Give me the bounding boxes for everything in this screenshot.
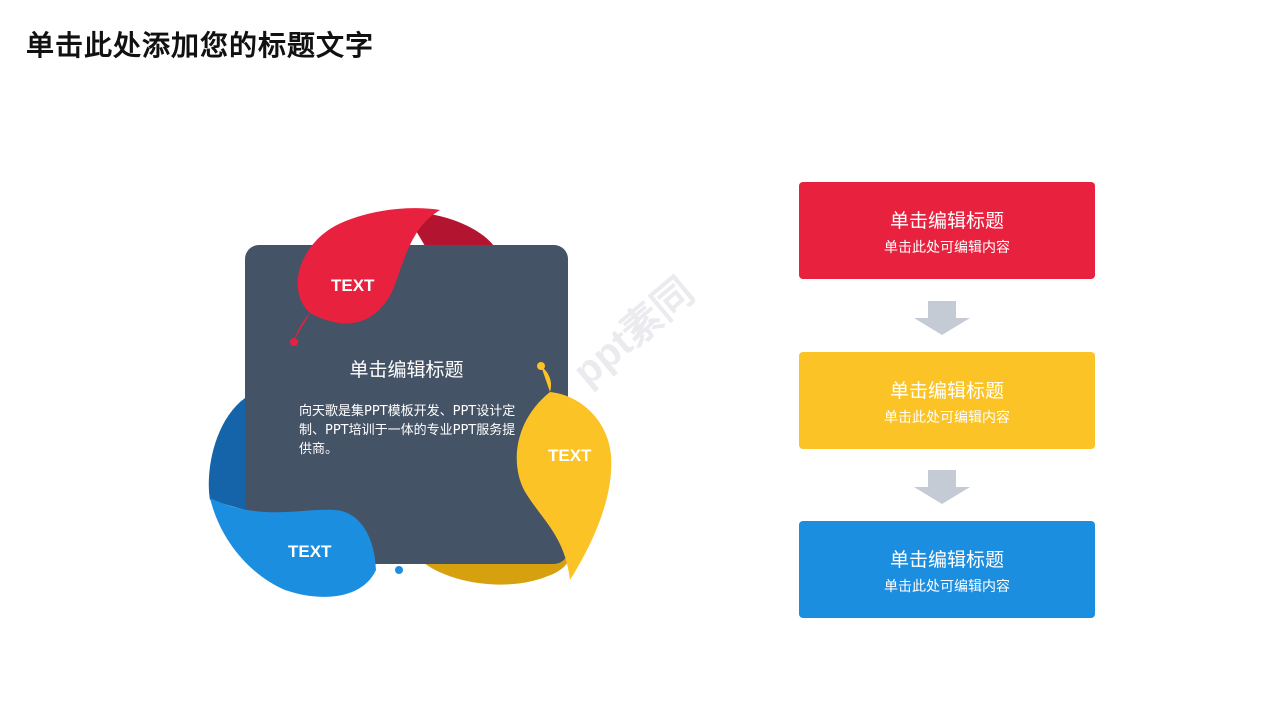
step-box-1[interactable]: 单击编辑标题 单击此处可编辑内容 bbox=[799, 182, 1095, 279]
blue-leaf-label[interactable]: TEXT bbox=[288, 542, 332, 561]
red-leaf-label[interactable]: TEXT bbox=[331, 276, 375, 295]
yellow-leaf bbox=[516, 366, 612, 580]
blue-leaf bbox=[210, 498, 400, 597]
step-box-3[interactable]: 单击编辑标题 单击此处可编辑内容 bbox=[799, 521, 1095, 618]
arrow-down-icon bbox=[914, 301, 970, 335]
center-card-body[interactable]: 向天歌是集PPT模板开发、PPT设计定制、PPT培训于一体的专业PPT服务提供商… bbox=[299, 404, 516, 457]
step-title[interactable]: 单击编辑标题 bbox=[889, 210, 1004, 232]
yellow-leaf-label[interactable]: TEXT bbox=[548, 446, 592, 465]
step-subtitle[interactable]: 单击此处可编辑内容 bbox=[884, 240, 1010, 256]
step-box-2[interactable]: 单击编辑标题 单击此处可编辑内容 bbox=[799, 352, 1095, 449]
red-leaf-back bbox=[405, 212, 494, 246]
step-title[interactable]: 单击编辑标题 bbox=[889, 549, 1004, 571]
step-subtitle[interactable]: 单击此处可编辑内容 bbox=[884, 410, 1010, 426]
step-subtitle[interactable]: 单击此处可编辑内容 bbox=[884, 579, 1010, 595]
step-title[interactable]: 单击编辑标题 bbox=[889, 380, 1004, 402]
red-leaf bbox=[293, 208, 440, 342]
yellow-leaf-stem-dot bbox=[537, 362, 545, 370]
center-card-title[interactable]: 单击编辑标题 bbox=[349, 359, 464, 381]
red-leaf-stem-dot bbox=[290, 338, 298, 346]
arrow-down-icon bbox=[914, 470, 970, 504]
center-card bbox=[245, 245, 568, 564]
page-title[interactable]: 单击此处添加您的标题文字 bbox=[26, 29, 375, 62]
blue-leaf-stem-dot bbox=[395, 566, 403, 574]
blue-leaf-back bbox=[208, 398, 245, 510]
